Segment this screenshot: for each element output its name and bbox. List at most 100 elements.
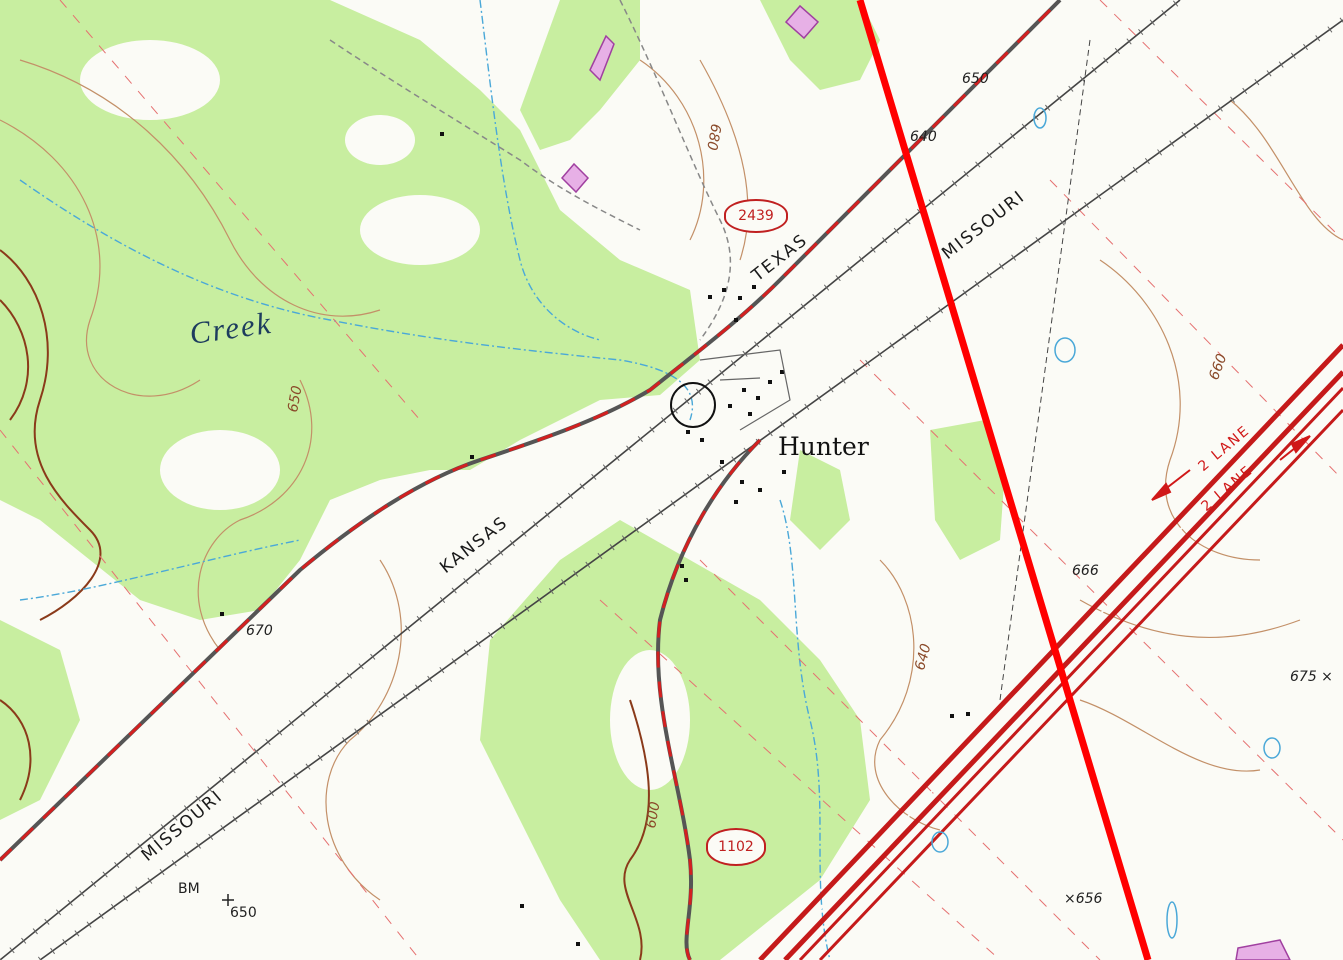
building bbox=[720, 460, 724, 464]
section-line bbox=[0, 429, 421, 960]
building bbox=[782, 470, 786, 474]
streams bbox=[19, 0, 831, 960]
pond bbox=[1054, 337, 1076, 363]
gravel-pit bbox=[784, 4, 820, 40]
route-shield-2439-number: 2439 bbox=[738, 208, 774, 224]
route-shield-1102: 1102 bbox=[706, 828, 766, 866]
contour-line bbox=[1079, 599, 1301, 639]
gravel-pit bbox=[589, 34, 615, 82]
elevation-label: 640 bbox=[910, 129, 937, 145]
railroad-mkt-second bbox=[39, 19, 1343, 960]
route-shield-1102-number: 1102 bbox=[718, 839, 754, 855]
gravel-pit bbox=[1235, 939, 1291, 960]
building bbox=[742, 388, 746, 392]
contour-line bbox=[0, 119, 201, 397]
elevation-label: 675 × bbox=[1290, 669, 1333, 685]
building bbox=[708, 295, 712, 299]
interstate-lane-1 bbox=[758, 343, 1343, 960]
creek-west-branch bbox=[19, 539, 301, 601]
powerline bbox=[999, 39, 1091, 701]
location-marker bbox=[670, 382, 716, 428]
creek-south-stream bbox=[779, 499, 831, 960]
building bbox=[470, 455, 474, 459]
road-county bbox=[619, 0, 732, 341]
gravel-pits bbox=[560, 4, 1291, 960]
building bbox=[780, 370, 784, 374]
elevation-label: 666 bbox=[1072, 563, 1099, 579]
road-fm1102 bbox=[656, 438, 762, 960]
overlay-red-line bbox=[856, 0, 1152, 960]
benchmark-cross bbox=[222, 894, 234, 906]
building bbox=[752, 285, 756, 289]
elevation-label: ×656 bbox=[1064, 891, 1103, 907]
building bbox=[966, 712, 970, 716]
contour-line bbox=[1229, 99, 1343, 241]
building bbox=[520, 904, 524, 908]
vegetation-creek-south bbox=[790, 450, 850, 550]
route-shield-2439: 2439 bbox=[724, 199, 788, 233]
building bbox=[768, 380, 772, 384]
town-label: Hunter bbox=[778, 432, 869, 461]
road-dirt-west bbox=[329, 39, 641, 231]
building bbox=[950, 714, 954, 718]
benchmark-label: BM bbox=[178, 881, 200, 897]
building bbox=[740, 480, 744, 484]
index-contour bbox=[0, 299, 30, 421]
gravel-pit bbox=[560, 162, 590, 194]
building bbox=[686, 430, 690, 434]
clearing-1 bbox=[80, 40, 220, 120]
interstate-lane-3 bbox=[798, 386, 1343, 960]
buildings bbox=[220, 132, 970, 946]
clearing-4 bbox=[345, 115, 415, 165]
railroad-mkt-main bbox=[0, 0, 1181, 960]
creek-tributary bbox=[479, 0, 601, 341]
building bbox=[738, 296, 742, 300]
creek-stream bbox=[19, 179, 694, 421]
building bbox=[748, 412, 752, 416]
contour-lines bbox=[0, 59, 1343, 901]
contour-line bbox=[699, 59, 749, 261]
interstate-lane-4 bbox=[818, 408, 1343, 960]
building bbox=[758, 488, 762, 492]
roads bbox=[0, 0, 1062, 960]
pond bbox=[1263, 737, 1281, 759]
section-line bbox=[699, 559, 1101, 960]
building bbox=[734, 500, 738, 504]
index-contour bbox=[0, 249, 102, 621]
building bbox=[440, 132, 444, 136]
town-street bbox=[699, 349, 791, 431]
town-street bbox=[719, 377, 761, 381]
building bbox=[576, 942, 580, 946]
clearing-5 bbox=[610, 650, 690, 790]
ponds bbox=[931, 107, 1281, 939]
building bbox=[722, 288, 726, 292]
vegetation-sw-patch bbox=[0, 620, 80, 820]
contour-line bbox=[639, 59, 705, 241]
building bbox=[700, 438, 704, 442]
section-line bbox=[1049, 179, 1343, 481]
section-line bbox=[1099, 0, 1343, 241]
clearing-3 bbox=[160, 430, 280, 510]
lane-arrows bbox=[1151, 435, 1311, 501]
contour-line bbox=[19, 59, 381, 317]
lane-arrow-ne-head bbox=[1290, 435, 1311, 454]
contour-line bbox=[197, 379, 313, 651]
road-fm2439-fill bbox=[0, 0, 1062, 862]
building bbox=[684, 578, 688, 582]
contour-line bbox=[1079, 699, 1261, 772]
pond bbox=[931, 831, 949, 853]
building bbox=[728, 404, 732, 408]
building bbox=[680, 564, 684, 568]
town-streets bbox=[699, 349, 791, 431]
vegetation-north-strip bbox=[520, 0, 640, 150]
building bbox=[220, 612, 224, 616]
pond bbox=[1166, 901, 1178, 939]
building bbox=[756, 396, 760, 400]
section-line bbox=[59, 0, 421, 421]
building bbox=[734, 318, 738, 322]
section-line bbox=[599, 599, 1001, 960]
vegetation-east-patch bbox=[930, 420, 1005, 560]
